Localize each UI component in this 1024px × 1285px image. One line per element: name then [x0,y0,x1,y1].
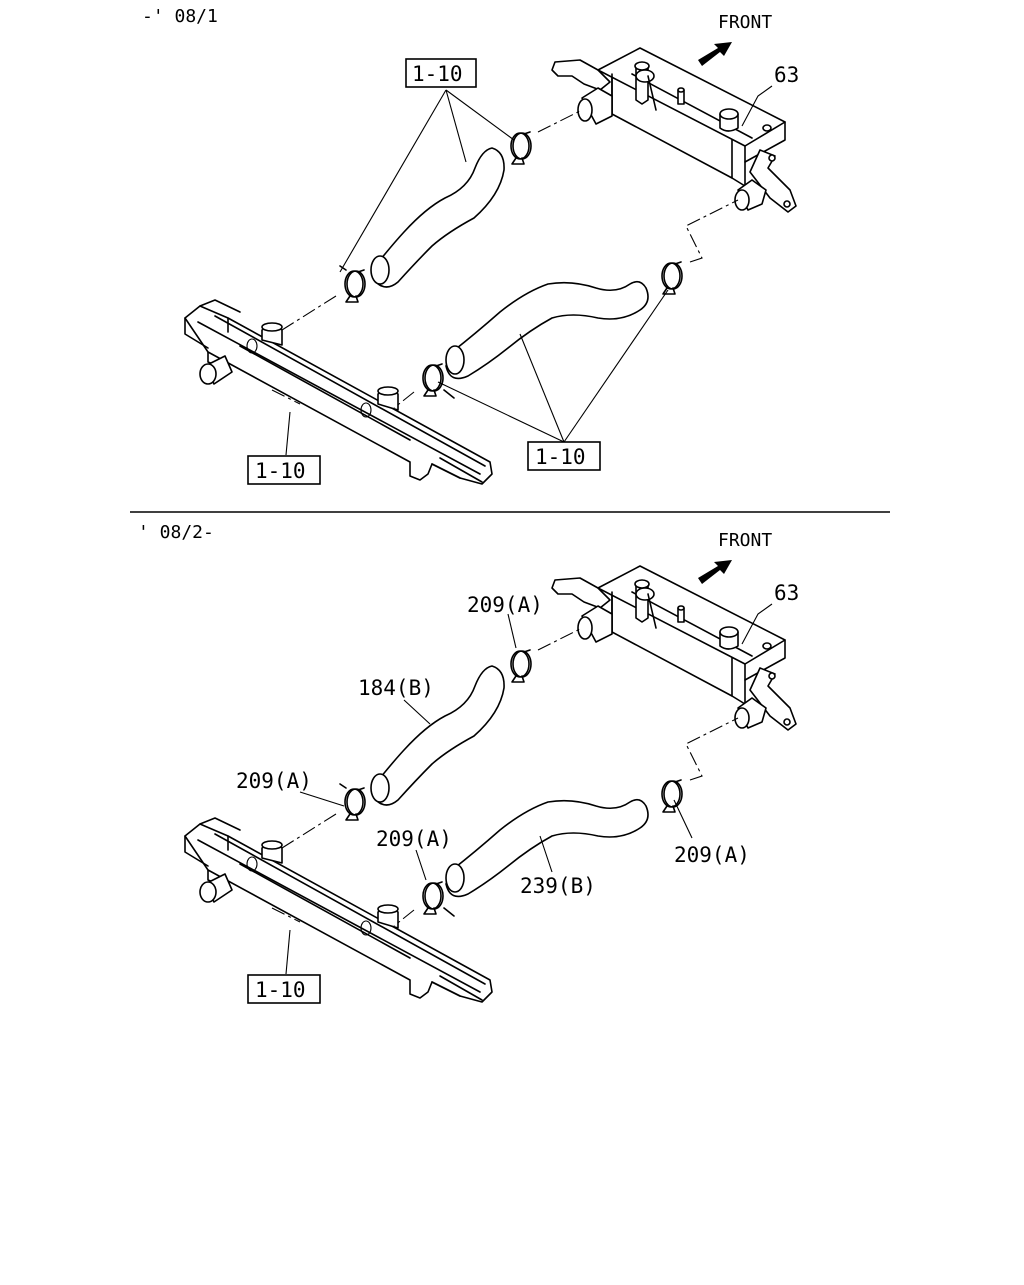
upper-front-arrow-icon [698,42,732,66]
upper-clamp-mid [422,363,444,397]
upper-ref-box-top [405,58,477,88]
upper-clamp-right [661,261,683,295]
lower-section: ' 08/2- FRONT [138,522,799,1004]
lower-ref-box-bottom [247,974,321,1004]
upper-period-label: -' 08/1 [142,6,218,27]
upper-front-label: FRONT [718,12,772,33]
upper-ref-box-bottom [247,455,321,485]
lower-hose-upper-label: 184(B) [358,676,434,700]
lower-clamp-mid [422,881,444,915]
lower-hose-lower-label: 239(B) [520,874,596,898]
lower-clamp-top-label: 209(A) [467,593,543,617]
upper-section: -' 08/1 FRONT 1-10 [142,6,799,485]
lower-clamp-right [661,779,683,813]
lower-hose-top [371,665,505,806]
lower-clamp-top [510,649,532,683]
upper-intercooler [551,47,797,213]
lower-ref-label-bottom: 1-10 [255,978,306,1002]
upper-ref-label-mid: 1-10 [535,445,586,469]
upper-hose-top [371,147,505,288]
lower-front-arrow-icon [698,560,732,584]
upper-ref-box-mid [527,441,601,471]
upper-clamp-top [510,131,532,165]
lower-period-label: ' 08/2- [138,522,214,543]
lower-intercooler [551,565,797,731]
upper-ref-label-bottom: 1-10 [255,459,306,483]
lower-clamp-left [344,787,366,821]
upper-ref-label-top: 1-10 [412,62,463,86]
lower-part-63-label: 63 [774,581,799,605]
lower-clamp-right-label: 209(A) [674,843,750,867]
lower-hose-bottom [445,798,649,898]
upper-clamp-left [344,269,366,303]
lower-clamp-left-label: 209(A) [236,769,312,793]
lower-clamp-mid-label: 209(A) [376,827,452,851]
lower-front-label: FRONT [718,530,772,551]
upper-part-63-label: 63 [774,63,799,87]
upper-hose-bottom [445,280,649,380]
